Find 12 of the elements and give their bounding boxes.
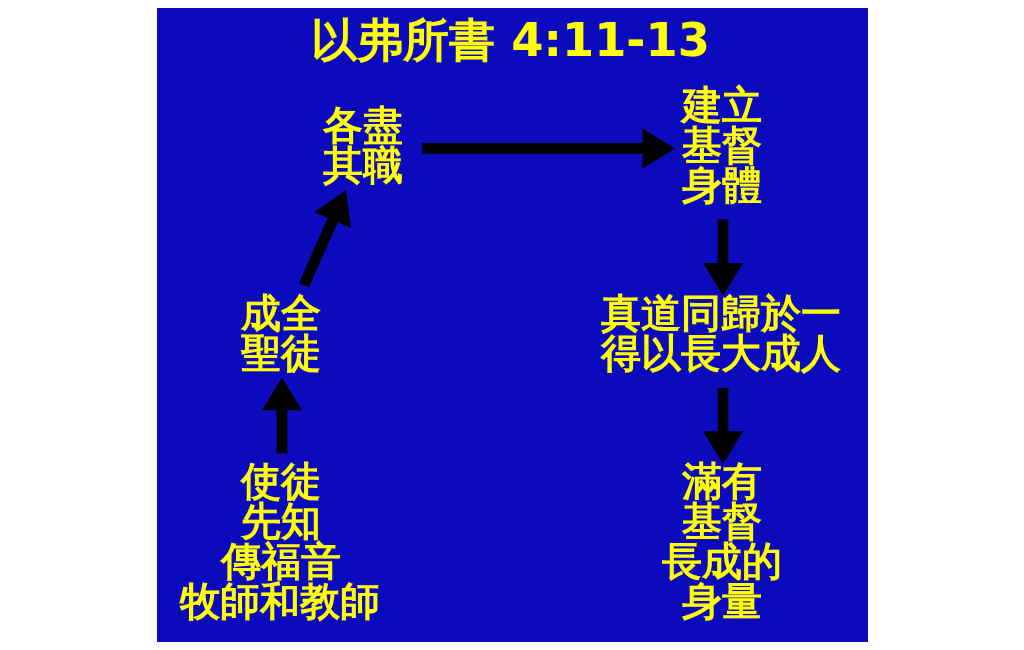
node-text: 成全聖徒 — [240, 290, 321, 377]
arrow — [298, 190, 351, 288]
node-text: 各盡其職 — [322, 101, 403, 188]
arrow — [261, 377, 302, 454]
arrow — [702, 387, 743, 464]
arrow — [702, 219, 743, 296]
node-text: 滿有基督長成的身量 — [661, 458, 782, 625]
node-text: 使徒先知傳福音牧師和教師 — [179, 458, 380, 625]
node-text: 真道同歸於一得以長大成人 — [600, 290, 841, 377]
arrow — [421, 128, 675, 169]
node-text: 建立基督身體 — [681, 81, 762, 208]
diagram-title: 以弗所書 4:11-13 — [310, 12, 710, 67]
